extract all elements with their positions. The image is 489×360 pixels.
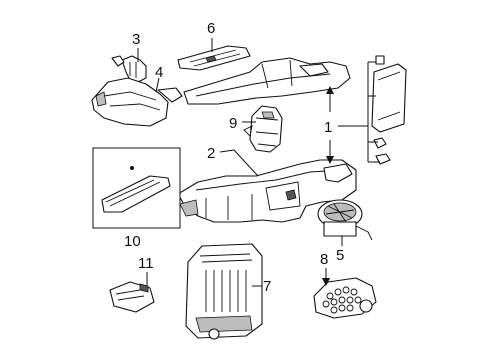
part-8-blower-wheel xyxy=(313,277,377,319)
callout-11: 11 xyxy=(138,255,154,272)
callout-8: 8 xyxy=(320,251,328,268)
callout-6: 6 xyxy=(207,20,215,37)
part-1-upper-duct xyxy=(183,57,351,105)
callout-9: 9 xyxy=(229,115,237,132)
callout-1: 1 xyxy=(324,119,332,136)
callout-2: 2 xyxy=(207,145,215,162)
callout-4: 4 xyxy=(155,64,163,81)
callout-5: 5 xyxy=(336,247,344,264)
callout-7: 7 xyxy=(263,278,271,295)
callout-10: 10 xyxy=(124,233,141,250)
part-9-actuator xyxy=(243,105,283,153)
part-1-side-panel xyxy=(371,55,407,165)
part-5-blower-motor xyxy=(317,199,373,241)
part-3-clip xyxy=(111,55,147,83)
part-7-core-box xyxy=(185,243,263,340)
part-11-resistor xyxy=(109,281,155,313)
part-10-inset xyxy=(92,147,181,229)
callout-3: 3 xyxy=(132,31,140,48)
part-4-duct xyxy=(91,77,183,127)
part-1-heater-housing xyxy=(177,159,357,223)
part-6-grille xyxy=(177,45,251,71)
leader-lines xyxy=(137,38,380,287)
